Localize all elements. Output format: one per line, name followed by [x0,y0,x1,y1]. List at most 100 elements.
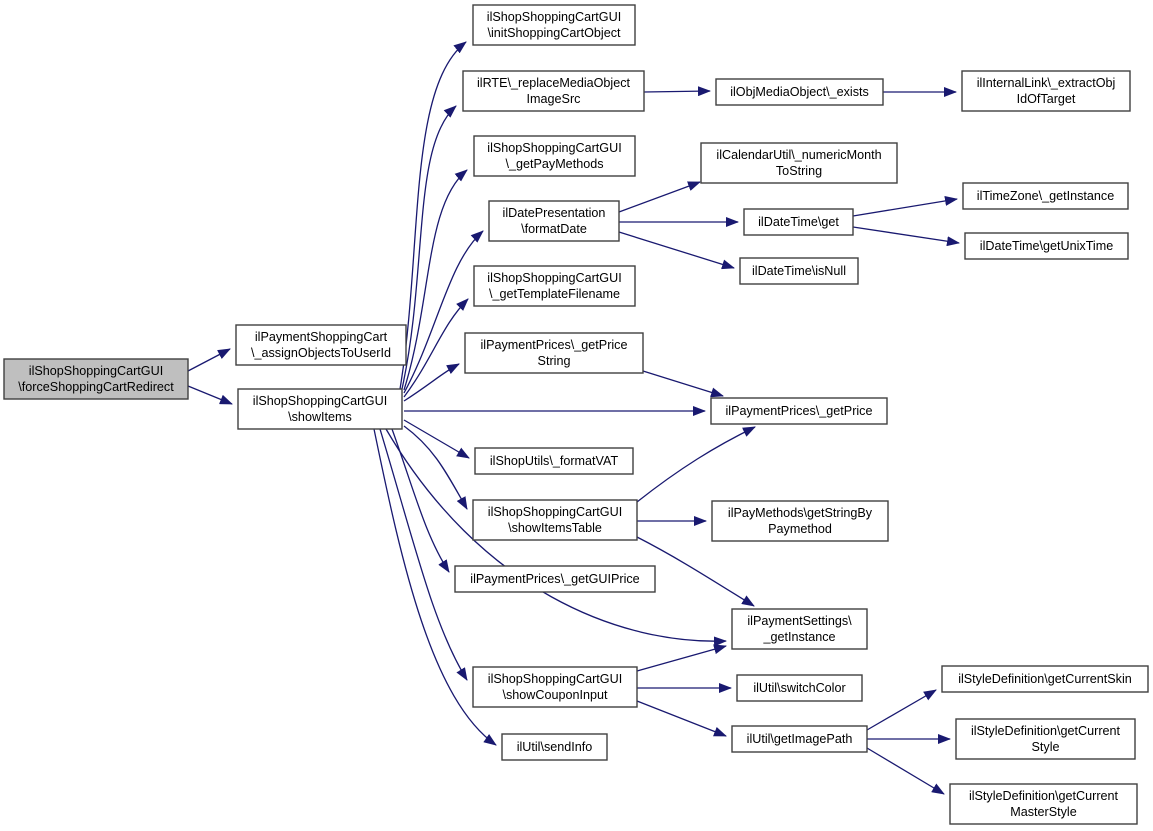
node-box-getCurrentSkin[interactable] [941,665,1149,693]
node-label-forceShoppingCartRedirect-line2: \forceShoppingCartRedirect [18,380,174,394]
node-box-assignObjectsToUserId[interactable] [235,324,407,366]
node-box-sendInfo[interactable] [501,733,608,761]
node-paymentSettingsInstance[interactable]: ilPaymentSettings\_getInstance [731,608,868,650]
node-box-getStringByPaymethod[interactable] [711,500,889,542]
node-label-getPayMethods-line2: \_getPayMethods [505,157,603,171]
edge-showItems-to-formatVAT [403,419,470,459]
node-box-getCurrentMasterStyle[interactable] [949,783,1138,825]
node-assignObjectsToUserId[interactable]: ilPaymentShoppingCart\_assignObjectsToUs… [235,324,407,366]
node-box-getImagePath[interactable] [731,725,868,753]
node-box-dateTimeGet[interactable] [743,208,854,236]
node-timeZoneGetInstance[interactable]: ilTimeZone\_getInstance [962,182,1129,210]
edge-showItems-to-initShoppingCartObject [399,41,467,390]
node-label-getPayMethods-line1: ilShopShoppingCartGUI [487,141,621,155]
node-label-showItemsTable-line1: ilShopShoppingCartGUI [488,505,622,519]
node-showItems[interactable]: ilShopShoppingCartGUI\showItems [237,388,403,430]
node-sendInfo[interactable]: ilUtil\sendInfo [501,733,608,761]
node-box-replaceMediaObjectImageSrc[interactable] [462,70,645,112]
node-box-getPayMethods[interactable] [473,135,636,177]
node-forceShoppingCartRedirect[interactable]: ilShopShoppingCartGUI \forceShoppingCartR… [3,358,189,400]
edge-getImagePath-to-getCurrentMasterStyle [866,747,945,795]
edge-showItems-to-getTemplateFilename [403,298,469,398]
node-label-getCurrentStyle-line2: Style [1032,740,1060,754]
node-box-getGUIPrice[interactable] [454,565,656,593]
edge-replaceMediaObjectImageSrc-to-objMediaObjectExists [643,86,711,97]
node-getCurrentSkin[interactable]: ilStyleDefinition\getCurrentSkin [941,665,1149,693]
node-label-getCurrentMasterStyle-line1: ilStyleDefinition\getCurrent [969,789,1119,803]
edge-showItems-to-sendInfo [373,428,497,746]
node-box-dateTimeIsNull[interactable] [739,257,859,285]
node-getPayMethods[interactable]: ilShopShoppingCartGUI \_getPayMethods [473,135,636,177]
node-label-assignObjectsToUserId-line1: ilPaymentShoppingCart [255,330,388,344]
node-box-paymentSettingsInstance[interactable] [731,608,868,650]
edge-getImagePath-to-getCurrentSkin [866,689,937,731]
node-box-showItemsTable[interactable] [472,499,638,541]
edge-showItems-to-paymentSettingsInstance [385,428,727,647]
node-label-showItemsTable-line2: \showItemsTable [508,521,602,535]
edge-showItems-to-getPriceString [403,363,460,402]
node-box-getPriceString[interactable] [464,332,644,374]
node-label-showItems-line1: ilShopShoppingCartGUI [253,394,387,408]
node-box-getTemplateFilename[interactable] [473,265,636,307]
node-box-getCurrentStyle[interactable] [955,718,1136,760]
node-box-initShoppingCartObject[interactable] [472,4,636,46]
node-getGUIPrice[interactable]: ilPaymentPrices\_getGUIPrice [454,565,656,593]
node-showItemsTable[interactable]: ilShopShoppingCartGUI \showItemsTable [472,499,638,541]
node-label-paymentSettingsInstance-line2: _getInstance [762,630,835,644]
node-label-extractObjIdOfTarget-line1: ilInternalLink\_extractObj [977,76,1116,90]
node-label-getStringByPaymethod-line2: Paymethod [768,522,832,536]
node-box-showItems[interactable] [237,388,403,430]
node-label-getTemplateFilename-line2: \_getTemplateFilename [489,287,620,301]
node-label-getImagePath-line1: ilUtil\getImagePath [747,732,853,746]
node-formatVAT[interactable]: ilShopUtils\_formatVAT [474,447,634,475]
node-box-numericMonthToString[interactable] [700,142,898,184]
node-dateTimeGet[interactable]: ilDateTime\get [743,208,854,236]
node-label-getCurrentMasterStyle-line2: MasterStyle [1010,805,1077,819]
node-label-showCouponInput-line2: \showCouponInput [502,688,608,702]
node-box-objMediaObjectExists[interactable] [715,78,884,106]
node-label-getTemplateFilename-line1: ilShopShoppingCartGUI [487,271,621,285]
node-label-formatDate-line1: ilDatePresentation [503,206,606,220]
node-dateTimeIsNull[interactable]: ilDateTime\isNull [739,257,859,285]
node-box-getPrice[interactable] [710,397,888,425]
node-switchColor[interactable]: ilUtil\switchColor [736,674,863,702]
edge-showItemsTable-to-getPrice [636,426,756,503]
node-box-forceShoppingCartRedirect[interactable] [3,358,189,400]
node-box-getUnixTime[interactable] [964,232,1129,260]
node-showCouponInput[interactable]: ilShopShoppingCartGUI\showCouponInput [472,666,638,708]
edge-forceShoppingCartRedirect-to-assignObjectsToUserId [187,348,231,372]
node-label-objMediaObjectExists-line1: ilObjMediaObject\_exists [730,85,869,99]
node-box-switchColor[interactable] [736,674,863,702]
node-getPrice[interactable]: ilPaymentPrices\_getPrice [710,397,888,425]
node-initShoppingCartObject[interactable]: ilShopShoppingCartGUI\initShoppingCartOb… [472,4,636,46]
node-label-replaceMediaObjectImageSrc-line1: ilRTE\_replaceMediaObject [477,76,631,90]
node-getTemplateFilename[interactable]: ilShopShoppingCartGUI \_getTemplateFilena… [473,265,636,307]
node-box-showCouponInput[interactable] [472,666,638,708]
node-label-getPriceString-line2: String [538,354,571,368]
edge-showItems-to-showItemsTable [403,425,468,510]
node-getImagePath[interactable]: ilUtil\getImagePath [731,725,868,753]
node-label-replaceMediaObjectImageSrc-line2: ImageSrc [527,92,581,106]
node-box-timeZoneGetInstance[interactable] [962,182,1129,210]
node-objMediaObjectExists[interactable]: ilObjMediaObject\_exists [715,78,884,106]
node-label-getGUIPrice-line1: ilPaymentPrices\_getGUIPrice [470,572,639,586]
node-label-forceShoppingCartRedirect-line1: ilShopShoppingCartGUI [29,364,163,378]
edge-formatDate-to-dateTimeIsNull [618,231,735,270]
node-label-getPriceString-line1: ilPaymentPrices\_getPrice [481,338,628,352]
node-box-extractObjIdOfTarget[interactable] [961,70,1131,112]
node-label-sendInfo-line1: ilUtil\sendInfo [517,740,593,754]
node-formatDate[interactable]: ilDatePresentation\formatDate [488,200,620,242]
node-box-formatVAT[interactable] [474,447,634,475]
node-getUnixTime[interactable]: ilDateTime\getUnixTime [964,232,1129,260]
node-box-formatDate[interactable] [488,200,620,242]
node-label-getUnixTime-line1: ilDateTime\getUnixTime [980,239,1113,253]
